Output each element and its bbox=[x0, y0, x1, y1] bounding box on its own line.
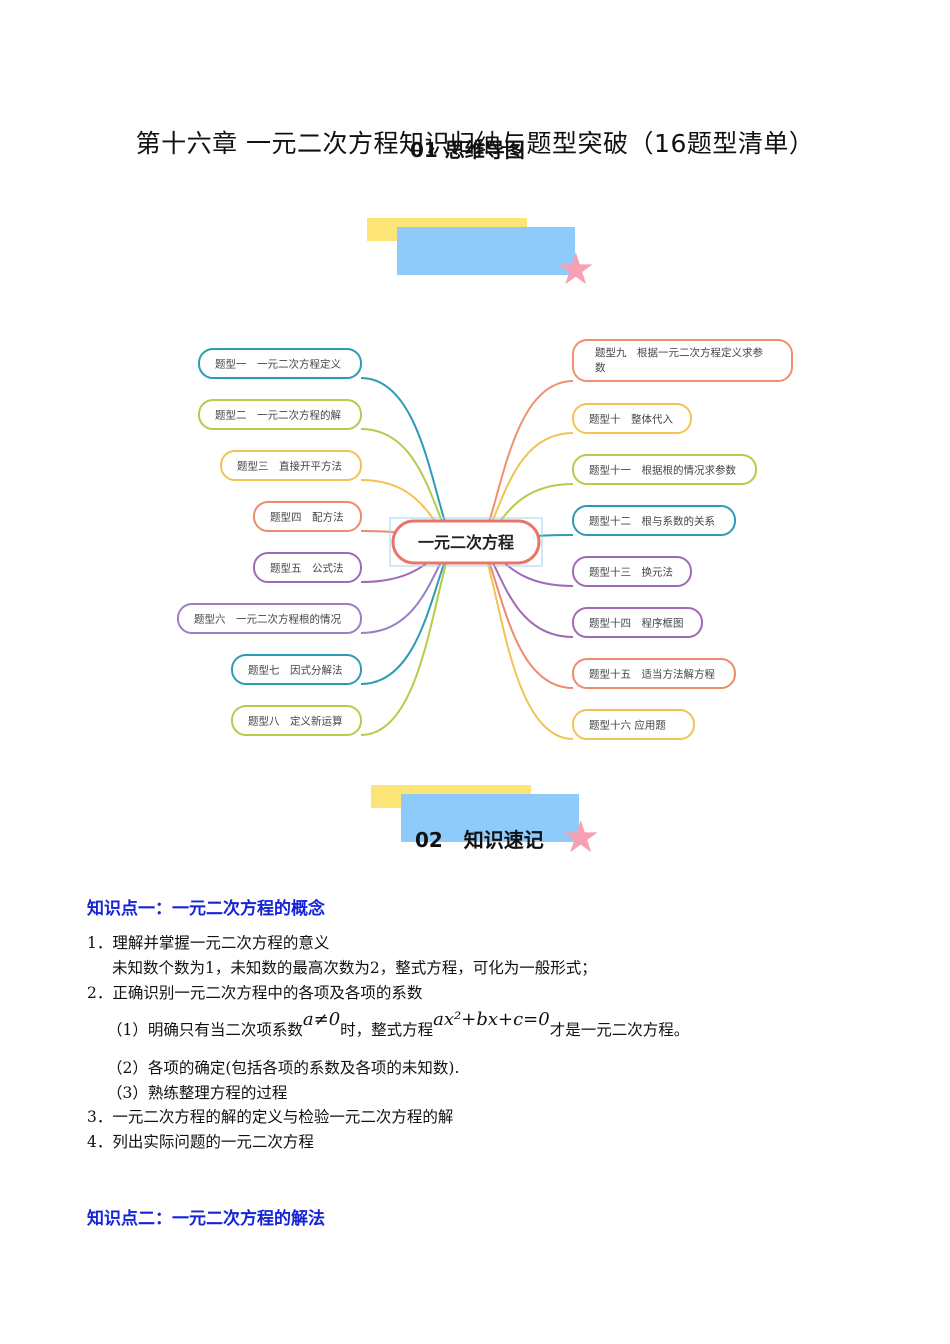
mindmap-node-label: 题型九 根据一元二次方程定义求参 bbox=[595, 346, 763, 359]
mindmap-node-label: 题型六 一元二次方程根的情况 bbox=[194, 613, 341, 626]
mindmap-node-label: 题型八 定义新运算 bbox=[248, 715, 343, 728]
kp1-line-6: （3）熟练整理方程的过程 bbox=[107, 1084, 288, 1102]
center-node bbox=[391, 519, 541, 565]
section-title-mindmap: 01 思维导图 bbox=[410, 138, 525, 162]
center-node-frame bbox=[389, 517, 543, 567]
kp1-line-4-text-a: （1）明确只有当二次项系数 bbox=[107, 1021, 303, 1039]
connector-line bbox=[360, 542, 453, 736]
mindmap-node bbox=[572, 607, 703, 638]
knowledge-point-2-title: 知识点二：一元二次方程的解法 bbox=[87, 1209, 325, 1229]
mindmap-node bbox=[231, 654, 362, 685]
section-label: 知识速记 bbox=[463, 828, 544, 852]
mindmap-node bbox=[231, 705, 362, 736]
star-icon: ★ bbox=[561, 812, 601, 863]
knowledge-point-1-title: 知识点一：一元二次方程的概念 bbox=[87, 899, 325, 919]
kp1-line-4: （1）明确只有当二次项系数a≠0时，整式方程ax²+bx+c=0才是一元二次方程… bbox=[107, 1009, 690, 1040]
section-banner-1: ★ bbox=[360, 210, 600, 295]
mindmap-node-label: 题型三 直接开平方法 bbox=[237, 460, 342, 473]
mindmap-node bbox=[572, 339, 793, 382]
mindmap-node-label: 题型十二 根与系数的关系 bbox=[589, 515, 715, 528]
mindmap-node-label: 题型十 整体代入 bbox=[589, 413, 673, 426]
kp1-line-4-text-b: 时，整式方程 bbox=[340, 1021, 434, 1039]
kp1-line-2: 未知数个数为1，未知数的最高次数为2，整式方程，可化为一般形式； bbox=[112, 959, 597, 977]
kp1-line-5: （2）各项的确定(包括各项的系数及各项的未知数). bbox=[107, 1059, 460, 1077]
connector-line bbox=[481, 380, 574, 544]
connector-line bbox=[481, 542, 574, 740]
mindmap-node-label: 数 bbox=[595, 361, 606, 374]
mindmap-node bbox=[572, 709, 695, 740]
center-node-label: 一元二次方程 bbox=[418, 533, 514, 552]
mindmap-node bbox=[253, 552, 362, 583]
connector-line bbox=[481, 542, 574, 689]
mindmap-node-label: 题型四 配方法 bbox=[270, 511, 344, 524]
mindmap-node-label: 题型十四 程序框图 bbox=[589, 617, 684, 630]
mindmap-node bbox=[220, 450, 362, 481]
kp1-line-8: 4．列出实际问题的一元二次方程 bbox=[87, 1133, 314, 1151]
mindmap-node bbox=[253, 501, 362, 532]
mindmap-node bbox=[572, 658, 736, 689]
document-title: 第十六章 一元二次方程知识归纳与题型突破（16题型清单） bbox=[135, 129, 815, 158]
kp1-line-7: 3．一元二次方程的解的定义与检验一元二次方程的解 bbox=[87, 1108, 454, 1126]
mindmap-node bbox=[572, 454, 757, 485]
mindmap-node bbox=[572, 556, 692, 587]
mindmap-node bbox=[572, 403, 692, 434]
kp1-line-4-text-c: 才是一元二次方程。 bbox=[549, 1021, 690, 1039]
kp1-line-1: 1．理解并掌握一元二次方程的意义 bbox=[87, 934, 330, 952]
mindmap-node-label: 题型二 一元二次方程的解 bbox=[215, 409, 341, 422]
section-title-knowledge: 02 知识速记 bbox=[415, 824, 544, 853]
mindmap-node-label: 题型十五 适当方法解方程 bbox=[589, 668, 715, 681]
mindmap-node bbox=[198, 399, 362, 430]
kp1-line-3: 2．正确识别一元二次方程中的各项及各项的系数 bbox=[87, 984, 423, 1002]
mindmap-node-label: 题型十一 根据根的情况求参数 bbox=[589, 464, 736, 477]
mindmap-node-label: 题型一 一元二次方程定义 bbox=[215, 358, 341, 371]
mindmap-node bbox=[198, 348, 362, 379]
math-general-form: ax²+bx+c=0 bbox=[433, 1009, 550, 1030]
section-number: 02 bbox=[415, 828, 443, 852]
math-condition: a≠0 bbox=[302, 1009, 341, 1030]
mindmap-node bbox=[177, 603, 362, 634]
mindmap-node-label: 题型十六 应用题 bbox=[589, 719, 666, 732]
mindmap-node bbox=[572, 505, 736, 536]
mindmap-node-label: 题型五 公式法 bbox=[270, 562, 344, 575]
mindmap-node-label: 题型七 因式分解法 bbox=[248, 664, 343, 677]
section-banner-2: ★ bbox=[365, 780, 605, 860]
mindmap-node-label: 题型十三 换元法 bbox=[589, 566, 673, 579]
star-icon: ★ bbox=[556, 244, 596, 295]
